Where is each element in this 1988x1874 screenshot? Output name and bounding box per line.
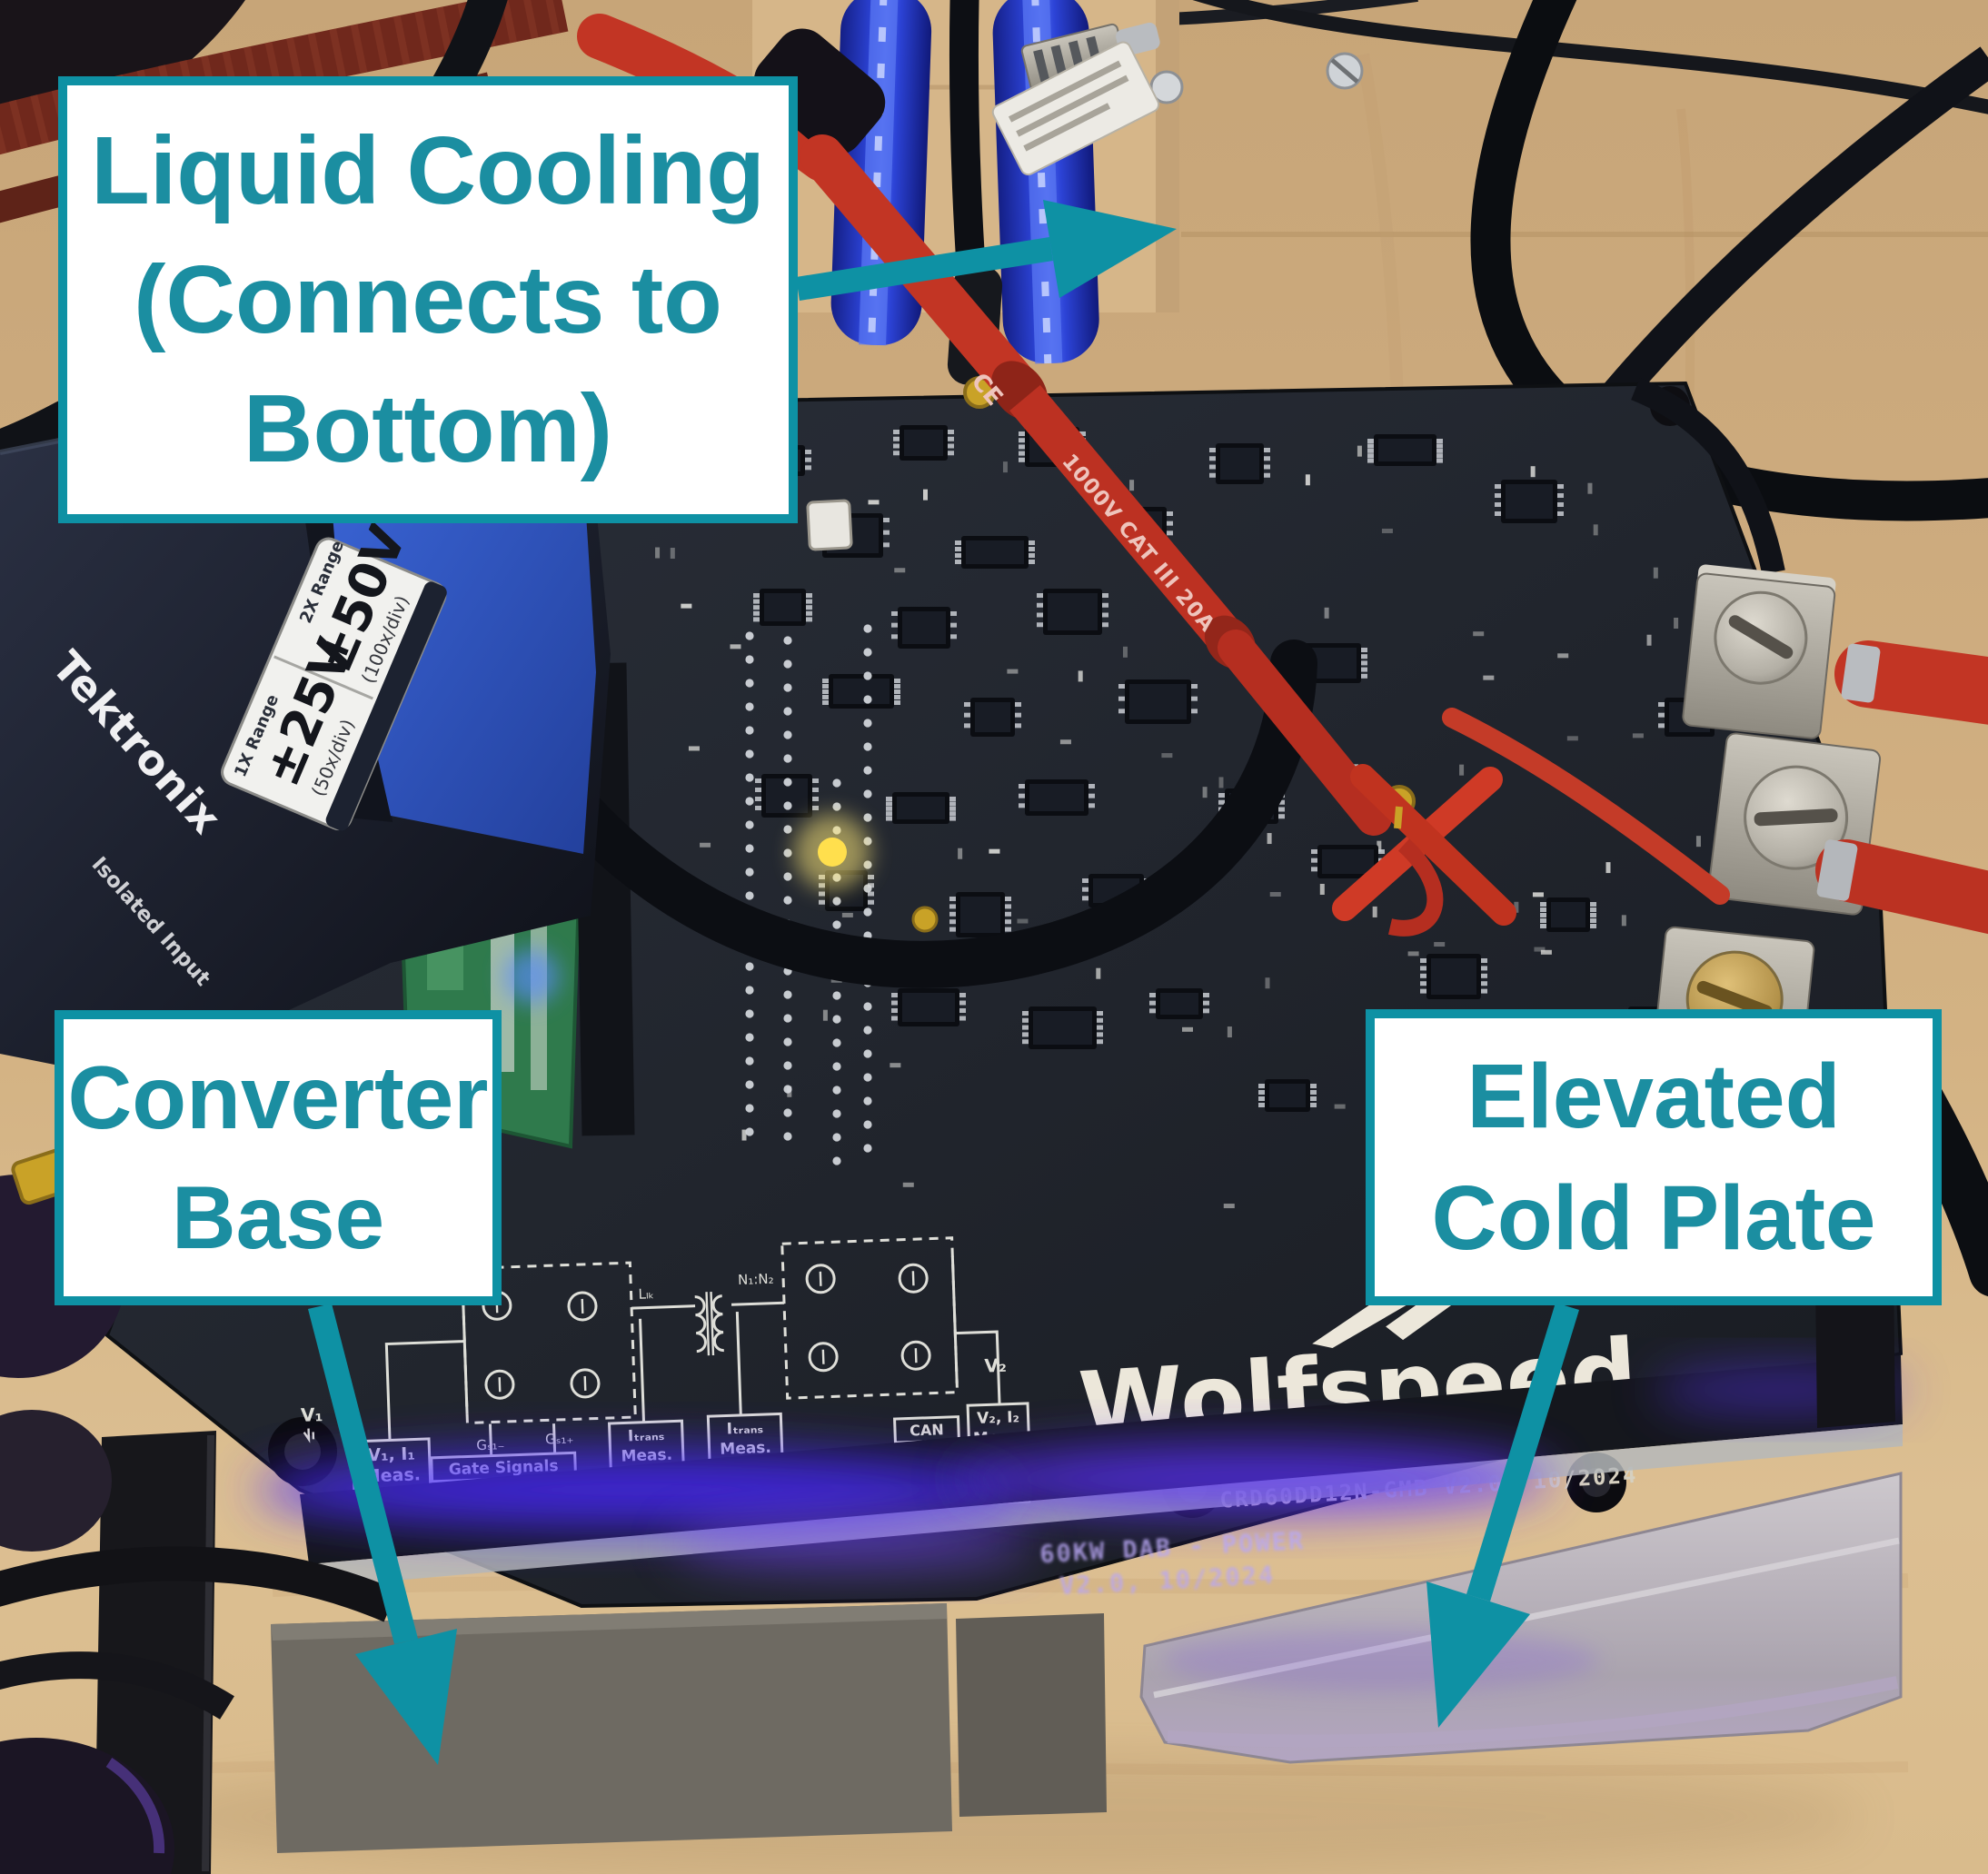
arrow-cold-plate-shaft [1466, 1303, 1579, 1601]
annotation-label-liquid-cooling: Liquid Cooling (Connects to Bottom) [58, 76, 798, 523]
probe-hook-clip [1332, 764, 1516, 937]
table-leg-left [94, 1431, 216, 1874]
tektronix-probe: Tektronix Isolated Input 1X Range ±25V (… [0, 403, 611, 1081]
svg-text:Iₜᵣₐₙₛ: Iₜᵣₐₙₛ [628, 1426, 665, 1445]
annotation-line: Converter [67, 1047, 489, 1148]
power-cable-red-upper [1834, 640, 1988, 725]
arrow-liquid-cooling-head [1043, 200, 1177, 298]
power-board: 60KW DAB - POWER V2.0, 10/2024 [254, 1355, 1908, 1601]
svg-text:V₂, I₂: V₂, I₂ [977, 1408, 1019, 1428]
schem-gate-neg: Gₛ₁₋ [476, 1436, 505, 1453]
arrow-liquid-cooling-shaft [796, 237, 1053, 301]
annotation-label-converter-base: Converter Base [55, 1010, 502, 1305]
annotation-line: Cold Plate [1431, 1167, 1876, 1269]
probe-loop-cable [531, 640, 1317, 988]
annotation-line: Base [171, 1166, 385, 1267]
svg-text:Iₜᵣₐₙₛ: Iₜᵣₐₙₛ [726, 1419, 763, 1438]
white-connector [806, 499, 853, 551]
svg-text:CAN: CAN [910, 1421, 944, 1439]
arrow-converter-base-head [355, 1629, 457, 1765]
sense-wire-red [1442, 708, 1730, 905]
schem-lk: Lₗₖ [638, 1285, 654, 1303]
blue-led-glow [504, 949, 559, 1004]
schem-turns: N₁:N₂ [738, 1271, 774, 1288]
annotation-label-elevated-cold-plate: Elevated Cold Plate [1366, 1009, 1942, 1305]
schem-v2: V₂ [984, 1354, 1007, 1377]
arrow-converter-base-shaft [308, 1304, 418, 1644]
annotation-line: Liquid Cooling [91, 116, 765, 224]
amber-led [818, 838, 847, 867]
schem-gate-pos: Gₛ₁₊ [545, 1430, 574, 1447]
arrow-cold-plate-head [1426, 1581, 1530, 1728]
annotation-line: Bottom) [243, 375, 613, 483]
schem-v1: V₁ [301, 1403, 323, 1426]
smd-chips [753, 425, 1721, 1162]
annotation-line: Elevated [1466, 1046, 1841, 1147]
power-cable-red-lower [1815, 839, 1988, 935]
annotation-arrows [308, 200, 1579, 1765]
annotation-line: (Connects to [134, 245, 722, 353]
cable-tag [991, 41, 1160, 176]
